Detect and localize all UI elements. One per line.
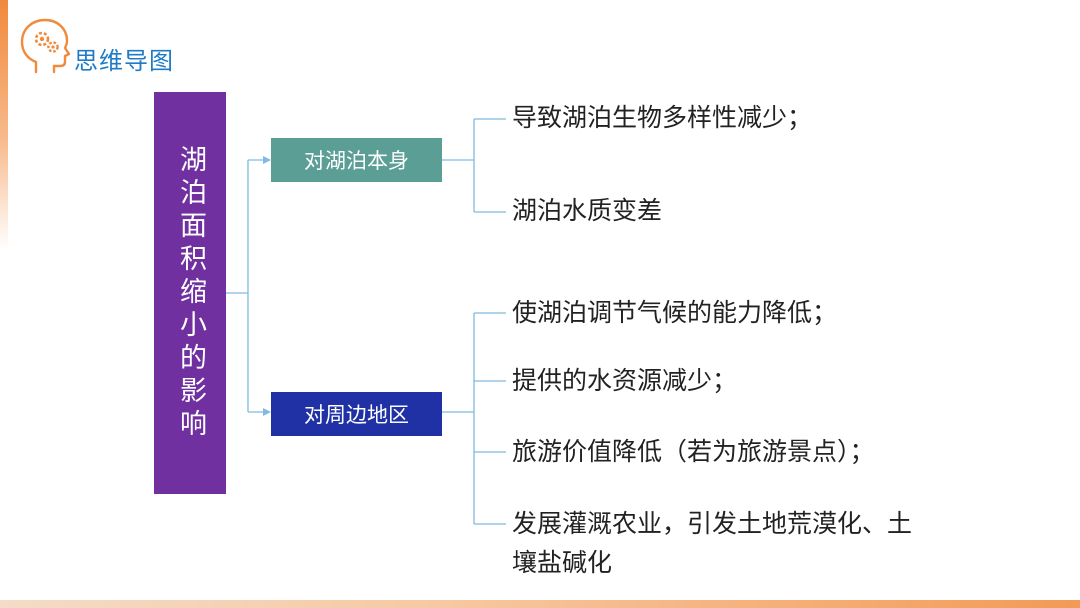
bottom-accent-bar xyxy=(0,600,1080,608)
root-node: 湖泊面积缩小的影响 xyxy=(154,92,226,494)
branch-label: 对周边地区 xyxy=(304,403,409,427)
leaf-tourism-value: 旅游价值降低（若为旅游景点）； xyxy=(512,437,875,466)
leaf-water-quality: 湖泊水质变差 xyxy=(512,196,663,225)
header-title: 思维导图 xyxy=(74,47,174,75)
arrowhead-cat-1 xyxy=(263,156,271,164)
leaf-water-resources: 提供的水资源减少； xyxy=(512,366,738,395)
left-accent-strip xyxy=(0,0,8,250)
head-gears-icon xyxy=(20,18,71,74)
leaf-irrigation-line-1: 发展灌溉农业，引发土地荒漠化、土 xyxy=(512,509,913,538)
leaf-irrigation-line-2: 壤盐碱化 xyxy=(512,548,613,577)
branch-node-lake-itself: 对湖泊本身 xyxy=(271,138,442,182)
arrowhead-cat-2 xyxy=(263,408,271,416)
branch-label: 对湖泊本身 xyxy=(304,149,409,173)
leaf-biodiversity: 导致湖泊生物多样性减少； xyxy=(512,103,813,132)
branch-node-surrounding-area: 对周边地区 xyxy=(271,392,442,436)
root-label: 湖泊面积缩小的影响 xyxy=(175,144,206,442)
leaf-climate-regulation: 使湖泊调节气候的能力降低； xyxy=(512,298,838,327)
